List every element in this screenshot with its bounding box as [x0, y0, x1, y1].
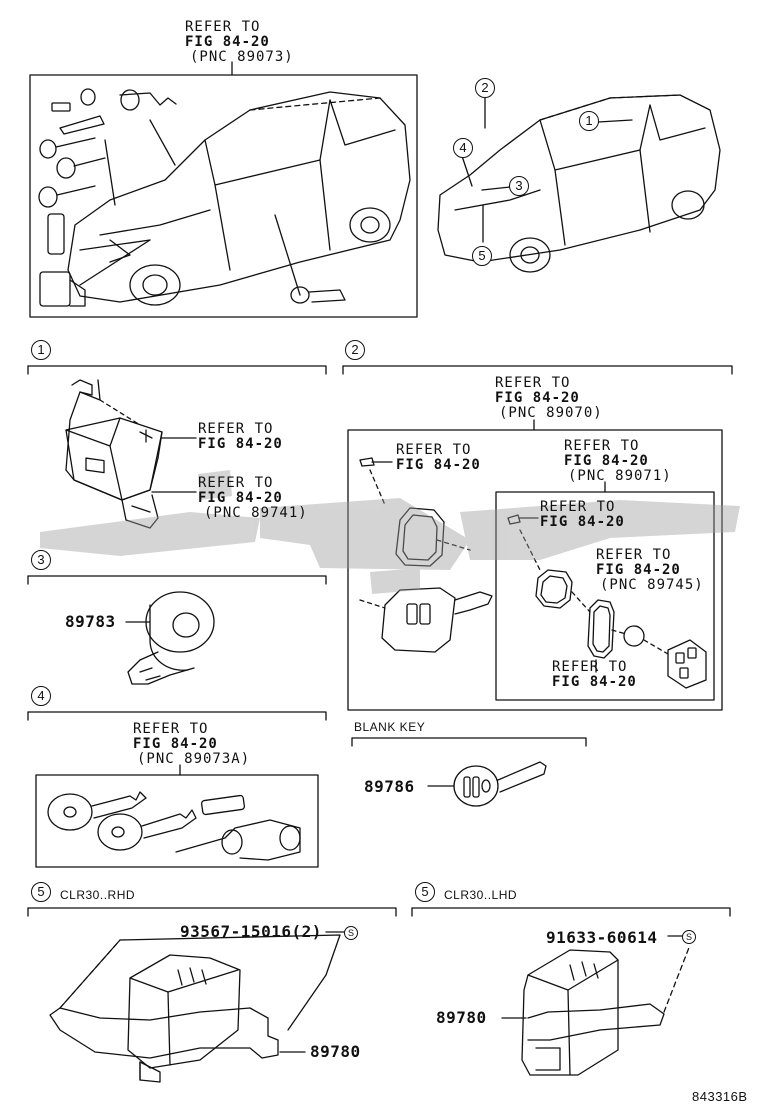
bolt-number-91633-60614: 91633-60614 — [546, 928, 658, 947]
section2-ref-inner2-line2: FIG 84-20 — [596, 562, 681, 578]
blank-key-caption: BLANK KEY — [354, 720, 426, 734]
section2-ref-inner2-line1: REFER TO — [596, 547, 672, 563]
key-group-frame — [347, 429, 723, 711]
key-set-frame — [35, 774, 319, 868]
section2-ref-bottom-line1: REFER TO — [552, 659, 628, 675]
section2-ref-top-line2: FIG 84-20 — [495, 390, 580, 406]
section2-ref-inner-line1: REFER TO — [540, 499, 616, 515]
callout-1: 1 — [579, 111, 599, 131]
callout-4: 4 — [453, 138, 473, 158]
section2-ref-left-line2: FIG 84-20 — [396, 457, 481, 473]
key-set-illustration — [47, 791, 301, 861]
standard-part-mark-lhd: S — [682, 930, 696, 944]
watermark — [40, 470, 740, 594]
section1-number: 1 — [31, 340, 51, 360]
standard-part-mark-rhd: S — [344, 926, 358, 940]
section2-ref-bottom-line2: FIG 84-20 — [552, 674, 637, 690]
callout-2: 2 — [475, 78, 495, 98]
transponder-ring-illustration — [125, 591, 215, 685]
section2-ref-left-line1: REFER TO — [396, 442, 472, 458]
van-illustration-left — [67, 91, 411, 306]
ecu-lhd-illustration — [521, 949, 665, 1076]
section1-ref-b-line1: REFER TO — [198, 475, 274, 491]
overview-frame — [29, 74, 418, 318]
figure-id: 843316B — [692, 1089, 748, 1104]
section1-ref-a-line1: REFER TO — [198, 421, 274, 437]
section5-rhd-number: 5 — [31, 882, 51, 902]
section4-ref-line2: FIG 84-20 — [133, 736, 218, 752]
section1-ref-b-line3: (PNC 89741) — [204, 505, 308, 521]
section5-lhd-caption: CLR30..LHD — [444, 888, 518, 902]
bolt-number-93567-15016: 93567-15016(2) — [180, 922, 322, 941]
overview-ref-line1: REFER TO — [185, 19, 261, 35]
section2-ref-top-line3: (PNC 89070) — [499, 405, 603, 421]
section3-number: 3 — [31, 550, 51, 570]
section4-ref-line1: REFER TO — [133, 721, 209, 737]
section1-ref-a-line2: FIG 84-20 — [198, 436, 283, 452]
blank-key-illustration — [427, 761, 547, 807]
section2-ref-mid-line3: (PNC 89071) — [568, 468, 672, 484]
section2-ref-mid-line1: REFER TO — [564, 438, 640, 454]
ecu-bracket-illustration — [65, 379, 163, 529]
remote-key-illustration — [359, 457, 707, 689]
callout-3: 3 — [509, 176, 529, 196]
ecu-rhd-illustration — [49, 934, 341, 1083]
section2-ref-inner2-line3: (PNC 89745) — [600, 577, 704, 593]
overview-ref-line2: FIG 84-20 — [185, 34, 270, 50]
section4-ref-line3: (PNC 89073A) — [137, 751, 251, 767]
overview-ref-line3: (PNC 89073) — [190, 49, 294, 65]
part-number-89783: 89783 — [65, 612, 116, 631]
section2-ref-inner-line2: FIG 84-20 — [540, 514, 625, 530]
part-number-89780-lhd: 89780 — [436, 1008, 487, 1027]
part-number-89780-rhd: 89780 — [310, 1042, 361, 1061]
overview-components — [38, 88, 346, 307]
section2-ref-mid-line2: FIG 84-20 — [564, 453, 649, 469]
section4-number: 4 — [31, 686, 51, 706]
section2-ref-top-line1: REFER TO — [495, 375, 571, 391]
section5-lhd-number: 5 — [415, 882, 435, 902]
section1-ref-b-line2: FIG 84-20 — [198, 490, 283, 506]
van-illustration-right — [437, 94, 721, 273]
part-number-89786: 89786 — [364, 777, 415, 796]
section5-rhd-caption: CLR30..RHD — [60, 888, 136, 902]
section2-number: 2 — [345, 340, 365, 360]
callout-5: 5 — [472, 246, 492, 266]
